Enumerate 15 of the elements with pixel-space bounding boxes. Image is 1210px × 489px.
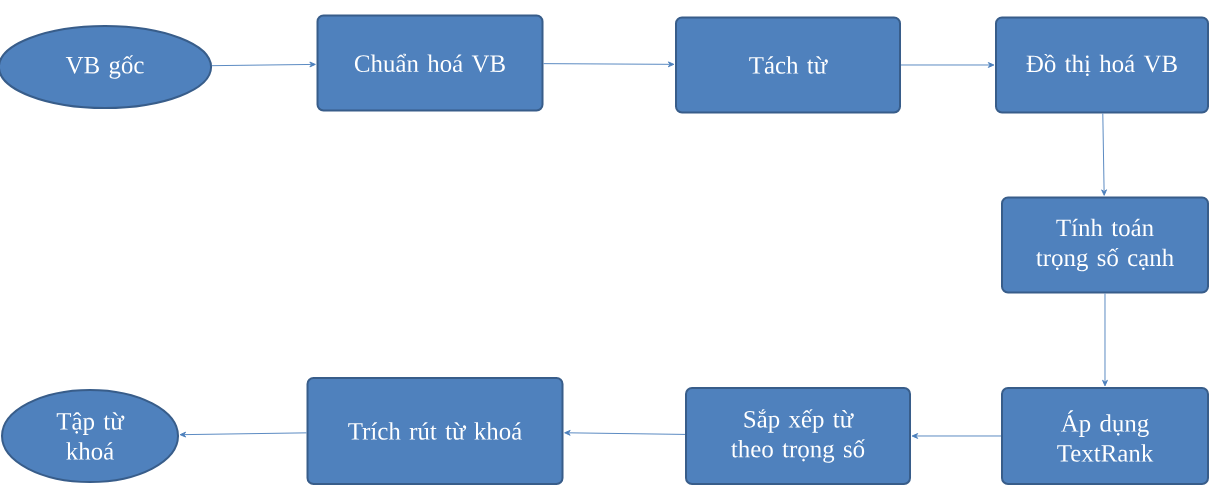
process-box: Tính toán trọng số cạnh [1001,196,1209,294]
process-box: Tách từ [675,16,901,114]
arrow [1102,293,1108,387]
process-box: Sắp xếp từ theo trọng số [685,387,911,485]
arrow [564,429,686,436]
process-box: Đồ thị hoá VB [995,16,1209,114]
arrow [543,61,675,68]
arrow [911,433,1002,439]
process-box: Áp dụng TextRank [1001,387,1209,485]
arrow [211,61,316,68]
process-box: Trích rút từ khoá [306,377,564,485]
arrow [1101,113,1107,196]
process-box: Chuẩn hoá VB [316,14,544,112]
arrow [900,62,995,68]
arrow [179,431,307,438]
